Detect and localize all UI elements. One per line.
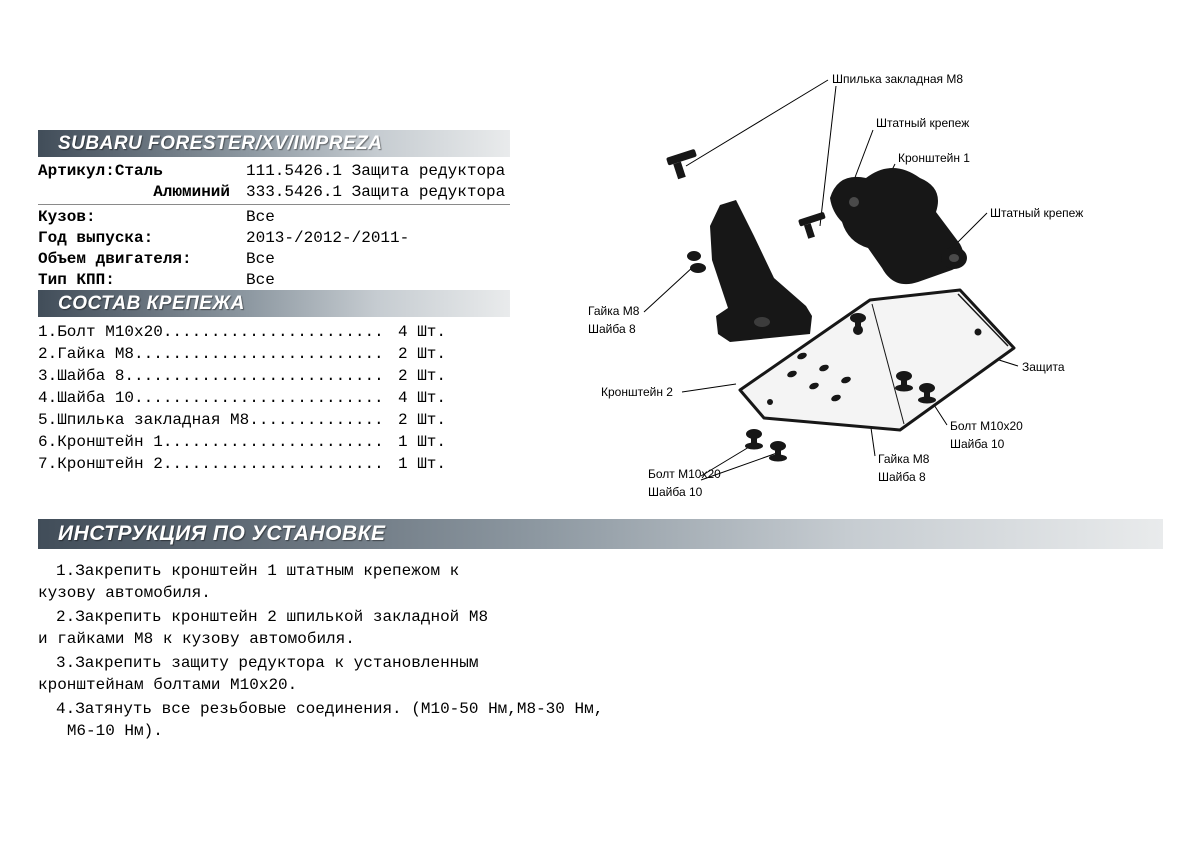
center-bolt [850, 313, 866, 329]
dot-leader [249, 409, 384, 431]
dot-leader [163, 453, 384, 475]
label-embedded-stud: Шпилька закладная М8 [832, 72, 963, 86]
label-oem-fastener-2: Штатный крепеж [990, 206, 1083, 220]
item-name: 5.Шпилька закладная М8 [38, 411, 250, 429]
list-item: 6.Кронштейн 1 1 Шт. [38, 431, 468, 453]
spec-row-year: Год выпуска: 2013-/2012-/2011- [38, 228, 510, 249]
spec-row-body: Кузов: Все [38, 207, 510, 228]
spec-row-gearbox: Тип КПП: Все [38, 270, 510, 291]
instruction-steps: 1.Закрепить кронштейн 1 штатным крепежом… [38, 560, 658, 744]
label-bolt-right-line1: Болт М10х20 [950, 419, 1023, 433]
articul-label: Артикул:Сталь [38, 162, 163, 180]
instruction-step: 1.Закрепить кронштейн 1 штатным крепежом… [38, 562, 460, 602]
body-value: Все [246, 208, 275, 226]
item-qty: 4 Шт. [398, 389, 447, 407]
label-bracket-1: Кронштейн 1 [898, 151, 970, 165]
item-qty: 4 Шт. [398, 323, 447, 341]
bolt-group-bottom-left [745, 429, 787, 462]
year-label: Год выпуска: [38, 229, 154, 247]
dot-leader [134, 343, 384, 365]
label-nut-bottom-line1: Гайка М8 [878, 452, 930, 466]
item-name: 4.Шайба 10 [38, 389, 135, 407]
bracket-1-part [830, 168, 967, 285]
engine-label: Объем двигателя: [38, 250, 192, 268]
label-oem-fastener-1: Штатный крепеж [876, 116, 969, 130]
label-nut-left-line2: Шайба 8 [588, 322, 636, 336]
fasteners-list: 1.Болт M10x20 4 Шт. 2.Гайка М8 2 Шт. 3.Шай… [38, 321, 468, 475]
label-bolt-right-line2: Шайба 10 [950, 437, 1005, 451]
spec-row-aluminium: Алюминий 333.5426.1 Защита редуктора [38, 182, 510, 203]
bolt-group-right [895, 371, 936, 404]
instruction-step: 2.Закрепить кронштейн 2 шпилькой закладн… [38, 608, 489, 648]
articul-alum-value: 333.5426.1 Защита редуктора [246, 183, 506, 201]
model-title: SUBARU FORESTER/XV/IMPREZA [58, 133, 383, 154]
list-item: 3.Шайба 8 2 Шт. [38, 365, 468, 387]
label-bolt-left-line2: Шайба 10 [648, 485, 703, 499]
label-shield: Защита [1022, 360, 1065, 374]
gearbox-label: Тип КПП: [38, 271, 115, 289]
item-name: 2.Гайка М8 [38, 345, 135, 363]
instruction-step: 4.Затянуть все резьбовые соединения. (М1… [56, 700, 604, 740]
list-item: 5.Шпилька закладная М8 2 Шт. [38, 409, 468, 431]
body-label: Кузов: [38, 208, 96, 226]
item-qty: 1 Шт. [398, 433, 447, 451]
list-item: 7.Кронштейн 2 1 Шт. [38, 453, 468, 475]
exploded-view-diagram: Шпилька закладная М8 Штатный крепеж Крон… [588, 72, 1083, 499]
item-name: 7.Кронштейн 2 [38, 455, 163, 473]
instruction-step: 3.Закрепить защиту редуктора к установле… [38, 654, 479, 694]
item-qty: 2 Шт. [398, 367, 447, 385]
spec-row-articul: Артикул:Сталь 111.5426.1 Защита редуктор… [38, 161, 510, 182]
gearbox-value: Все [246, 271, 275, 289]
bracket-2-part [687, 200, 812, 342]
item-name: 3.Шайба 8 [38, 367, 125, 385]
spec-row-engine: Объем двигателя: Все [38, 249, 510, 270]
fasteners-header-bar: СОСТАВ КРЕПЕЖА [38, 290, 510, 317]
label-nut-bottom-line2: Шайба 8 [878, 470, 926, 484]
instructions-header-bar: ИНСТРУКЦИЯ ПО УСТАНОВКЕ [38, 519, 1163, 549]
specs-table: Артикул:Сталь 111.5426.1 Защита редуктор… [38, 161, 510, 291]
label-bolt-left-line1: Болт М10х20 [648, 467, 721, 481]
label-nut-left-line1: Гайка М8 [588, 304, 640, 318]
dot-leader [163, 321, 384, 343]
item-qty: 2 Шт. [398, 411, 447, 429]
item-qty: 2 Шт. [398, 345, 447, 363]
list-item: 2.Гайка М8 2 Шт. [38, 343, 468, 365]
list-item: 4.Шайба 10 4 Шт. [38, 387, 468, 409]
dot-leader [124, 365, 384, 387]
list-item: 1.Болт M10x20 4 Шт. [38, 321, 468, 343]
articul-steel-value: 111.5426.1 Защита редуктора [246, 162, 506, 180]
item-name: 1.Болт M10x20 [38, 323, 163, 341]
aluminium-label: Алюминий [153, 183, 230, 201]
shield-plate-part [738, 288, 1016, 432]
instructions-title: ИНСТРУКЦИЯ ПО УСТАНОВКЕ [58, 522, 386, 545]
label-bracket-2: Кронштейн 2 [601, 385, 673, 399]
embedded-stud-part [666, 149, 826, 239]
engine-value: Все [246, 250, 275, 268]
fasteners-title: СОСТАВ КРЕПЕЖА [58, 293, 245, 314]
dot-leader [134, 387, 384, 409]
spec-divider [38, 204, 510, 205]
year-value: 2013-/2012-/2011- [246, 229, 410, 247]
model-header-bar: SUBARU FORESTER/XV/IMPREZA [38, 130, 510, 157]
item-qty: 1 Шт. [398, 455, 447, 473]
dot-leader [163, 431, 384, 453]
item-name: 6.Кронштейн 1 [38, 433, 163, 451]
